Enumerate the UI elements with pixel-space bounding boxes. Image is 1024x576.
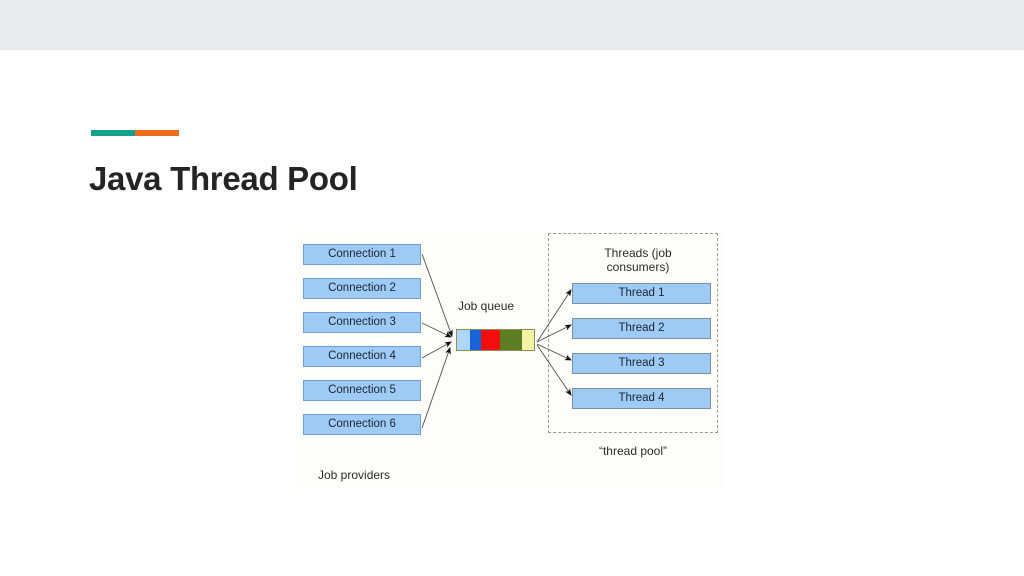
queue-job-green xyxy=(500,330,522,350)
arrow-connection-6-to-queue xyxy=(421,347,451,429)
title-accent-rule xyxy=(91,130,179,136)
accent-rule-teal-segment xyxy=(91,130,135,136)
connection-box: Connection 5 xyxy=(303,380,421,401)
connection-box: Connection 2 xyxy=(303,278,421,299)
thread-pool-diagram: Connection 1 Connection 2 Connection 3 C… xyxy=(295,232,725,488)
page-title: Java Thread Pool xyxy=(89,160,358,197)
queue-job-blue xyxy=(470,330,481,350)
queue-job-yellow xyxy=(521,330,534,350)
connection-box: Connection 3 xyxy=(303,312,421,333)
connection-box: Connection 6 xyxy=(303,414,421,435)
thread-pool-title: Threads (job consumers) xyxy=(604,246,672,274)
thread-box: Thread 3 xyxy=(572,353,711,374)
thread-box: Thread 4 xyxy=(572,388,711,409)
thread-box: Thread 1 xyxy=(572,283,711,304)
arrow-connection-1-to-queue xyxy=(421,253,453,337)
arrow-connection-4-to-queue xyxy=(421,341,452,359)
job-queue xyxy=(456,329,535,351)
threads-group: Thread 1 Thread 2 Thread 3 Thread 4 xyxy=(572,283,711,409)
queue-slot-empty xyxy=(457,330,471,350)
connection-box: Connection 1 xyxy=(303,244,421,265)
queue-job-red xyxy=(480,330,501,350)
connection-box: Connection 4 xyxy=(303,346,421,367)
top-band xyxy=(0,0,1024,50)
job-providers-caption: Job providers xyxy=(318,468,391,482)
job-queue-label: Job queue xyxy=(458,299,515,313)
thread-box: Thread 2 xyxy=(572,318,711,339)
arrow-connection-3-to-queue xyxy=(421,322,452,338)
accent-rule-orange-segment xyxy=(135,130,179,136)
thread-pool-caption: “thread pool” xyxy=(598,444,668,458)
job-providers-group: Connection 1 Connection 2 Connection 3 C… xyxy=(303,244,421,435)
